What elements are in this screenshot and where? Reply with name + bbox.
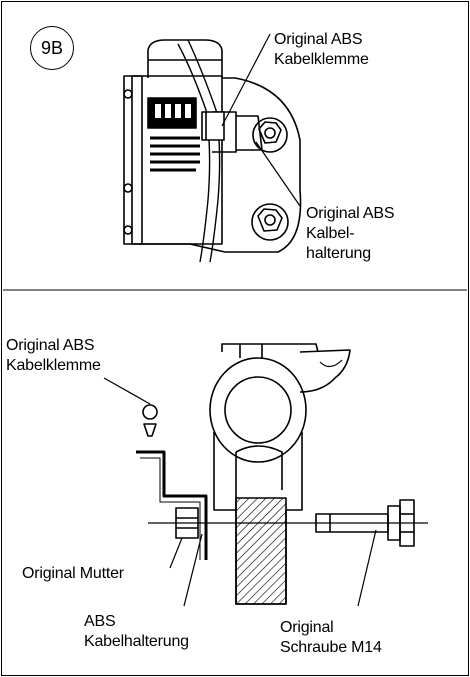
label-top-clamp-line1: Original ABS bbox=[274, 31, 363, 48]
abs-bracket bbox=[136, 450, 208, 560]
label-bottom-clamp-line1: Original ABS bbox=[6, 337, 95, 354]
label-top-holder-line3: halterung bbox=[306, 245, 371, 262]
label-bottom-clamp-line2: Kabelklemme bbox=[6, 357, 101, 374]
top-leaders bbox=[221, 33, 301, 207]
upper-bolt bbox=[252, 117, 288, 153]
upper-flange bbox=[221, 343, 319, 353]
figure-badge: 9B bbox=[30, 26, 74, 70]
screw-head bbox=[399, 499, 415, 547]
bottom-cable-clip bbox=[142, 404, 158, 420]
hub-top bbox=[147, 39, 223, 78]
bottom-view-drawing bbox=[136, 343, 428, 605]
label-top-holder-line2: Kalbel- bbox=[306, 225, 355, 242]
wing-bracket bbox=[299, 349, 351, 393]
lower-bolt bbox=[251, 203, 289, 241]
label-bottom-holder-line2: Kabelhalterung bbox=[84, 633, 189, 650]
label-nut: Original Mutter bbox=[22, 565, 124, 582]
label-top-clamp-line2: Kabelklemme bbox=[274, 51, 369, 68]
bottom-leaders bbox=[103, 377, 377, 607]
top-view-drawing bbox=[123, 39, 302, 263]
knuckle-ring bbox=[209, 357, 307, 463]
cable-clip bbox=[201, 111, 225, 141]
bracket-body bbox=[140, 77, 302, 253]
section-hatch bbox=[235, 497, 287, 605]
label-screw-line1: Original bbox=[280, 619, 334, 636]
label-bottom-holder-line1: ABS bbox=[84, 613, 116, 630]
abs-cable bbox=[177, 43, 211, 263]
label-screw-line2: Schraube M14 bbox=[280, 639, 382, 656]
nut bbox=[175, 507, 199, 539]
label-top-holder-line1: Original ABS bbox=[306, 205, 395, 222]
